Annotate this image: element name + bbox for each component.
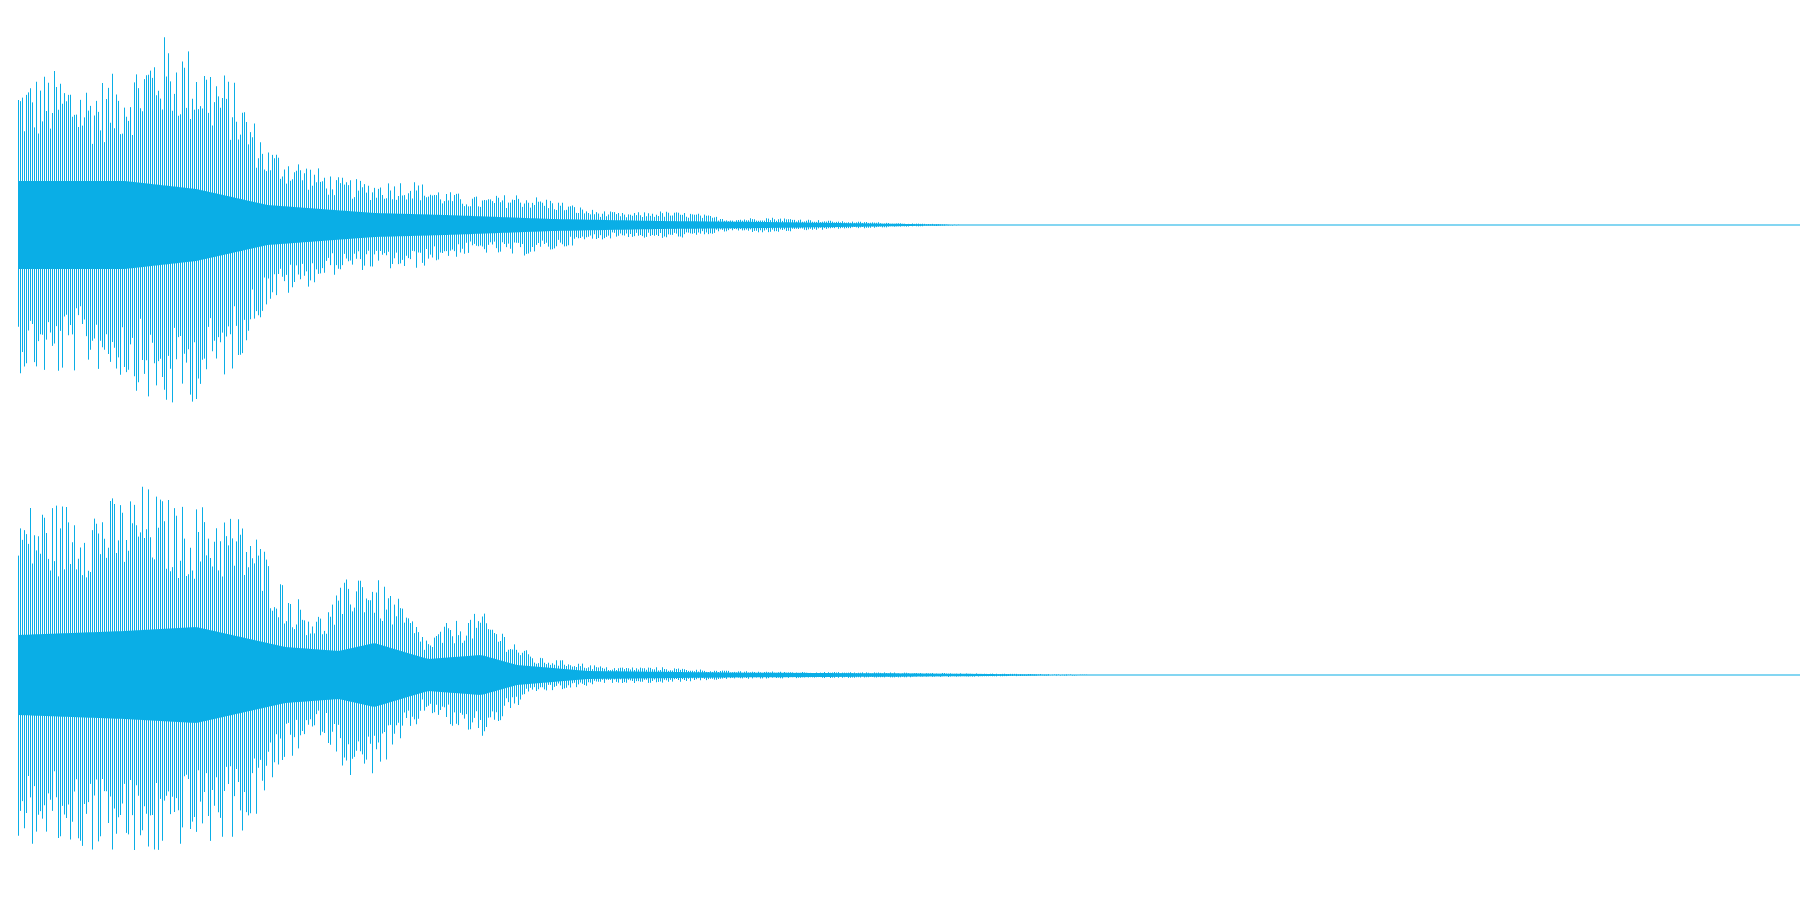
channel-1-waveform-core bbox=[18, 181, 1800, 269]
channel-2-waveform-core bbox=[18, 627, 1800, 723]
channel-1-track[interactable] bbox=[18, 37, 1800, 403]
channel-2-track[interactable] bbox=[18, 486, 1800, 850]
